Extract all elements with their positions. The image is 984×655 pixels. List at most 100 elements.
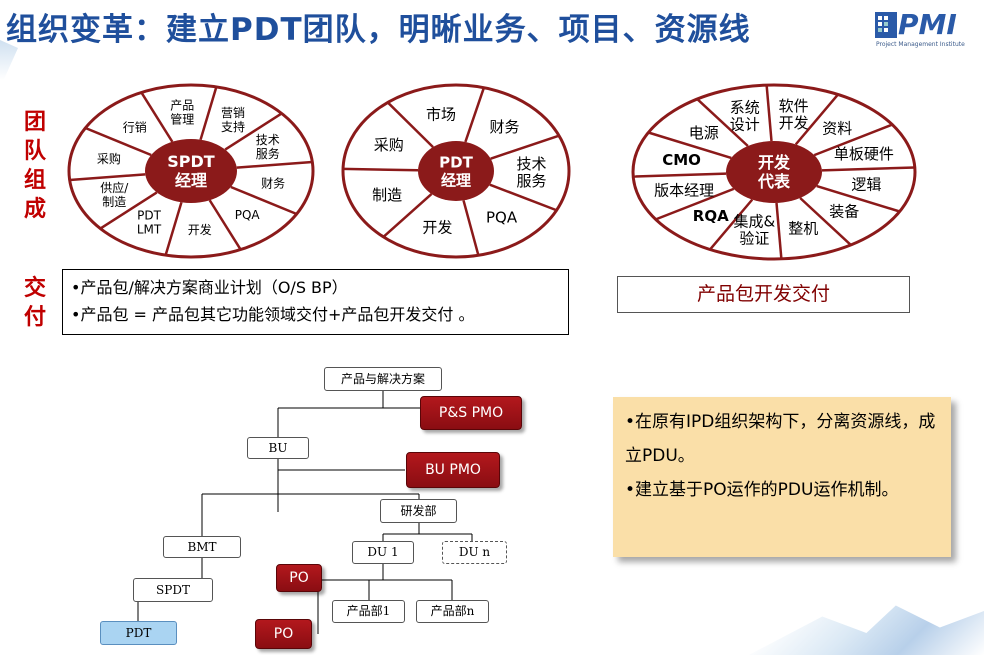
wheel-segment-label: CMO xyxy=(662,151,701,169)
wheel-segment-label: 资料 xyxy=(822,119,852,137)
wheel-segment-label: 开发 xyxy=(422,218,452,236)
wheel-divider xyxy=(99,191,158,230)
note-item: •建立基于PO运作的PDU运作机制。 xyxy=(625,480,899,500)
wheel-segment-label: 开发 xyxy=(188,222,212,237)
team-label-char: 队 xyxy=(23,139,46,164)
dev-deliverable-box: 产品包开发交付 xyxy=(617,276,910,313)
pmi-emblem-icon xyxy=(875,12,897,38)
wheel-segment-label: LMT xyxy=(137,222,162,236)
product-dept-1-node: 产品部1 xyxy=(332,600,405,623)
wheel-segment-label: PQA xyxy=(235,208,261,222)
po-node: PO xyxy=(276,564,322,592)
wheel-center-label: 开发 xyxy=(758,153,791,172)
wheel-segment-label: 软件 xyxy=(779,97,809,115)
spdt-node: SPDT xyxy=(133,578,213,602)
logo-text: PMI xyxy=(898,8,957,41)
wheel-divider xyxy=(821,166,915,172)
wheel-divider xyxy=(343,167,419,172)
wheel-segment-label: 供应/ xyxy=(100,180,129,195)
deliverable-item: •产品包 = 产品包其它功能领域交付+产品包开发交付 。 xyxy=(71,305,475,324)
wheel-segment-label: 版本经理 xyxy=(654,181,714,199)
dev-rep-team-wheel: 开发代表软件开发资料单板硬件逻辑装备整机集成&验证RQA版本经理CMO电源系统设… xyxy=(631,83,917,261)
wheel-divider xyxy=(489,183,558,212)
wheel-segment-label: 电源 xyxy=(689,124,719,142)
team-label-char: 组 xyxy=(23,168,46,193)
wheel-segment-label: 技术 xyxy=(516,155,546,173)
deliver-label: 交 付 xyxy=(20,274,50,332)
wheel-segment-label: 市场 xyxy=(426,105,456,123)
wheel-segment-label: 服务 xyxy=(516,172,546,190)
wheel-center-label: 经理 xyxy=(441,171,471,189)
logo-subtitle: Project Management Institute xyxy=(876,41,965,48)
wheel-segment-label: 支持 xyxy=(221,119,245,134)
wheel-divider xyxy=(208,199,242,251)
wheel-divider xyxy=(464,87,486,143)
wheel-segment-label: 整机 xyxy=(788,219,818,237)
wheel-segment-label: 产品 xyxy=(170,99,194,113)
team-label-char: 团 xyxy=(23,110,46,135)
wheel-center xyxy=(145,139,237,203)
page-title: 组织变革：建立PDT团队，明晰业务、项目、资源线 xyxy=(6,12,751,48)
wheel-segment-label: 开发 xyxy=(779,114,809,132)
wheel-divider xyxy=(813,123,893,157)
deliverables-box: •产品包/解决方案商业计划（O/S BP） •产品包 = 产品包其它功能领域交付… xyxy=(62,269,569,335)
bu-node: BU xyxy=(247,437,309,459)
wheel-divider xyxy=(794,93,839,146)
team-label-char: 成 xyxy=(23,197,46,222)
wheel-segment-label: PDT xyxy=(137,208,161,222)
wheel-divider xyxy=(696,98,749,147)
wheel-divider xyxy=(648,131,732,160)
pdt-node: PDT xyxy=(100,621,177,645)
rd-dept-node: 研发部 xyxy=(380,499,457,523)
deliver-label-char: 交 xyxy=(23,276,46,301)
wheel-center-label: 经理 xyxy=(175,171,207,190)
wheel-divider xyxy=(224,112,283,151)
wheel-segment-label: 逻辑 xyxy=(851,176,881,194)
wheel-divider xyxy=(490,134,560,160)
note-item: •在原有IPD组织架构下，分离资源线，成立PDU。 xyxy=(625,412,936,466)
wheel-center xyxy=(726,141,822,203)
wheel-divider xyxy=(164,201,183,256)
wheel-center-label: 代表 xyxy=(757,172,791,191)
wheel-segment-label: 管理 xyxy=(170,112,194,127)
wheel-divider xyxy=(709,198,754,251)
wheel-segment-label: 服务 xyxy=(256,146,280,161)
wheel-divider xyxy=(633,172,727,178)
wheel-center-label: SPDT xyxy=(167,152,215,171)
wheel-segment-label: RQA xyxy=(693,207,729,225)
deliverable-item: •产品包/解决方案商业计划（O/S BP） xyxy=(71,278,348,297)
wheel-divider xyxy=(382,193,433,238)
wheel-divider xyxy=(236,160,313,169)
wheel-segment-label: 财务 xyxy=(490,118,520,136)
wheel-divider xyxy=(655,187,735,221)
wheel-divider xyxy=(775,202,783,259)
wheel-segment-label: 行销 xyxy=(123,120,147,134)
org-root-node: 产品与解决方案 xyxy=(324,367,442,391)
wheel-segment-label: 集成& xyxy=(734,212,776,230)
ps-pmo-node: P&S PMO xyxy=(420,396,522,430)
wheel-segment-label: 采购 xyxy=(374,136,404,154)
du1-node: DU 1 xyxy=(352,541,414,564)
wheel-segment-label: 验证 xyxy=(739,229,769,247)
wheel-segment-label: 装备 xyxy=(829,203,859,221)
bmt-node: BMT xyxy=(163,536,241,558)
wheel-segment-label: PQA xyxy=(486,208,518,226)
wheel-divider xyxy=(462,200,480,256)
wheel-segment-label: 财务 xyxy=(261,175,285,190)
wheel-segment-label: 系统 xyxy=(730,99,760,117)
wheel-segment-label: 单板硬件 xyxy=(834,145,894,163)
wheel-divider xyxy=(230,185,298,216)
pmi-logo: PMI Project Management Institute xyxy=(874,10,980,52)
product-dept-n-node: 产品部n xyxy=(416,600,489,623)
wheel-divider xyxy=(199,86,218,141)
wheel-divider xyxy=(69,173,146,182)
deliver-label-char: 付 xyxy=(23,305,46,330)
wheel-segment-label: 设计 xyxy=(730,116,760,134)
wheel-divider xyxy=(84,126,152,157)
wheel-segment-label: 营销 xyxy=(221,106,245,120)
team-label: 团 队 组 成 xyxy=(20,108,50,224)
wheel-divider xyxy=(799,197,852,246)
